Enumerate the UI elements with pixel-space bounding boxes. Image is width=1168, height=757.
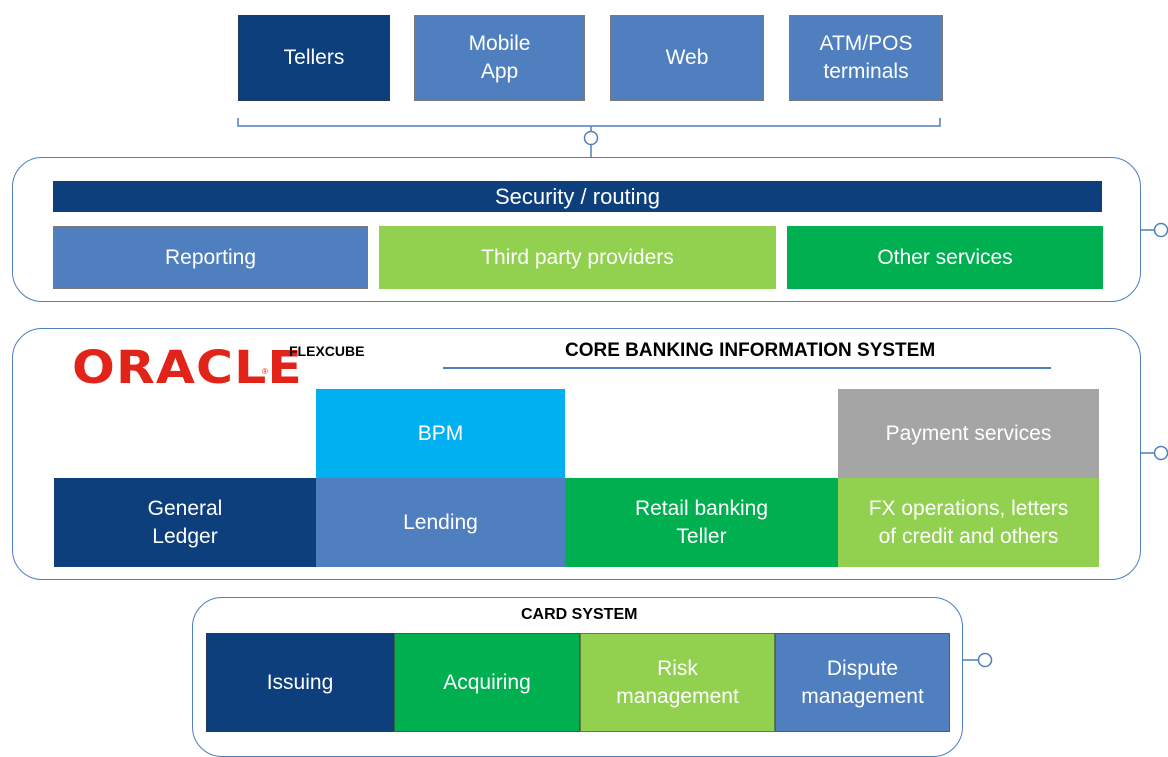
issuing-box: Issuing bbox=[206, 633, 394, 732]
fx-operations-box: FX operations, letters of credit and oth… bbox=[838, 478, 1099, 567]
channels-bracket bbox=[237, 118, 941, 127]
bpm-box: BPM bbox=[316, 389, 565, 478]
lending-box: Lending bbox=[316, 478, 565, 567]
core-banking-title: CORE BANKING INFORMATION SYSTEM bbox=[565, 340, 936, 361]
core-connector-node bbox=[1153, 445, 1168, 461]
risk-management-box: Risk management bbox=[580, 633, 775, 732]
channel-atm-pos: ATM/POS terminals bbox=[789, 15, 943, 101]
card-system-title: CARD SYSTEM bbox=[521, 606, 638, 623]
channel-tellers: Tellers bbox=[238, 15, 390, 101]
channel-mobile-app: Mobile App bbox=[414, 15, 585, 101]
general-ledger-box: General Ledger bbox=[54, 478, 316, 567]
cards-connector-node bbox=[977, 652, 993, 668]
other-services-box: Other services bbox=[787, 226, 1103, 289]
dispute-management-box: Dispute management bbox=[775, 633, 950, 732]
flexcube-label: FLEXCUBE bbox=[289, 343, 365, 359]
third-party-providers-box: Third party providers bbox=[379, 226, 776, 289]
core-title-underline bbox=[443, 367, 1051, 369]
reporting-box: Reporting bbox=[53, 226, 368, 289]
connector-lines bbox=[237, 118, 1168, 668]
channel-web: Web bbox=[610, 15, 764, 101]
payment-services-box: Payment services bbox=[838, 389, 1099, 478]
oracle-registered-mark: ® bbox=[262, 367, 268, 376]
retail-banking-teller-box: Retail banking Teller bbox=[565, 478, 838, 567]
security-routing-bar: Security / routing bbox=[53, 181, 1102, 212]
oracle-logo: ORACLE bbox=[72, 341, 303, 394]
channels-connector-node bbox=[583, 130, 599, 146]
acquiring-box: Acquiring bbox=[394, 633, 580, 732]
middleware-connector-node bbox=[1153, 222, 1168, 238]
